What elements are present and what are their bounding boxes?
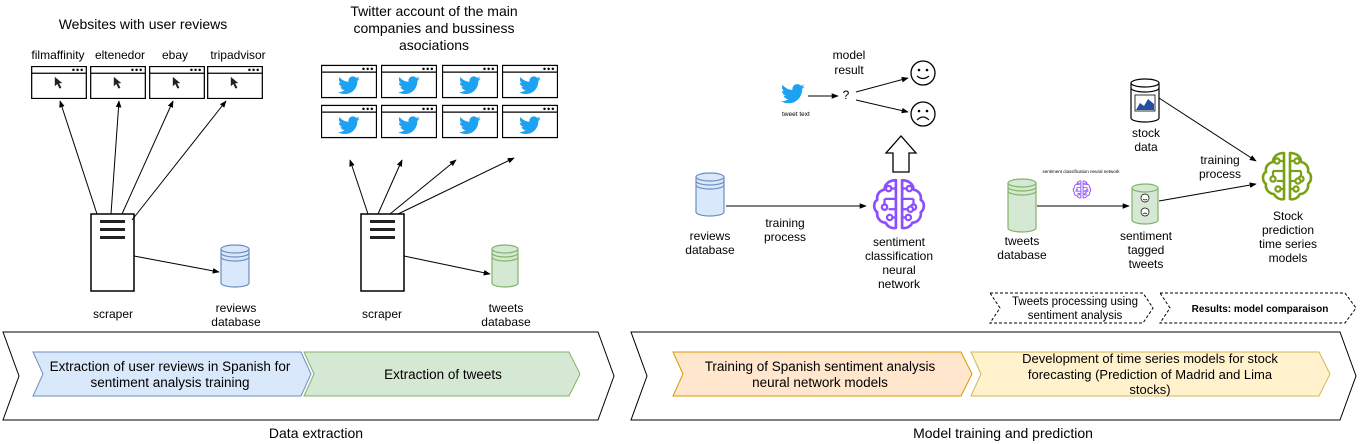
tweet-text-label: tweet text: [782, 111, 810, 118]
nn-label-1: sentiment: [873, 235, 926, 249]
training-process-label-2: process: [764, 230, 806, 244]
twitter-heading-line2: companies and bussiness: [353, 20, 514, 36]
hollow-up-arrow: [884, 135, 918, 173]
phase-tweets-extraction: [303, 351, 581, 397]
caption-data-extraction: Data extraction: [269, 425, 363, 441]
twitter-heading-line3: asociations: [399, 37, 469, 53]
phase4-label-2: forecasting (Prediction of Madrid and Li…: [1028, 367, 1273, 382]
tagged-label-1: sentiment: [1120, 229, 1173, 243]
scraper-label-right: scraper: [362, 307, 402, 321]
reviews-database-icon-training: [695, 172, 725, 217]
tag-results: [1159, 292, 1357, 324]
nn-label-4: network: [878, 277, 921, 291]
stock-model-label-1: Stock: [1273, 209, 1304, 223]
twitter-account-browsers: [321, 64, 558, 139]
scraper-server-left: [90, 213, 135, 292]
tweets-database-icon: [491, 244, 519, 288]
reviews-db-label-1: reviews: [216, 301, 257, 315]
stock-data-label-1: stock: [1132, 126, 1161, 140]
tweets-db-label-2: database: [481, 315, 531, 329]
brain-chip-icon: [1261, 151, 1313, 201]
stock-model-label-4: models: [1269, 251, 1308, 265]
scraper-server-right: [360, 213, 405, 292]
scraper-label-left: scraper: [93, 307, 133, 321]
reviews-db-label-2: database: [211, 315, 261, 329]
tag-processing-label-1: Tweets processing using: [1012, 296, 1138, 308]
phase-sentiment-training: [672, 351, 973, 397]
phase3-label-2: neural network models: [752, 375, 888, 390]
stock-data-label-2: data: [1134, 140, 1158, 154]
training-tweets-db-label-1: tweets: [1005, 234, 1040, 248]
phase2-label: Extraction of tweets: [384, 367, 502, 382]
tag-processing-label-2: sentiment analysis: [1028, 310, 1123, 322]
phase1-label-2: sentiment analysis training: [90, 375, 249, 390]
phase-reviews-extraction: [32, 351, 312, 397]
site-label-tripadvisor: tripadvisor: [210, 48, 265, 62]
phase4-label-3: stocks): [1129, 382, 1170, 397]
training-process-label-1: training: [765, 216, 804, 230]
nn-label-2: classification: [865, 249, 933, 263]
tweets-database-icon-training: [1007, 178, 1037, 233]
extraction-arrows: [59, 100, 515, 276]
stock-model-arrows: [1158, 97, 1257, 202]
site-label-eltenedor: eltenedor: [95, 48, 145, 62]
reviews-sites-heading: Websites with user reviews: [59, 16, 228, 32]
training2-label-2: process: [1199, 167, 1241, 181]
stock-model-label-3: time series: [1259, 237, 1317, 251]
question-mark: ?: [843, 88, 850, 102]
tag-results-label: Results: model comparaison: [1192, 304, 1329, 315]
server-icon: [90, 213, 135, 292]
twitter-bird-icon: [781, 84, 805, 104]
model-result-label-2: result: [834, 63, 864, 77]
review-site-browsers: [31, 66, 263, 99]
nn-label-3: neural: [882, 263, 915, 277]
server-icon: [360, 213, 405, 292]
sad-face-icon: [1140, 207, 1150, 217]
smiley-face-icon: [910, 60, 936, 86]
small-nn-label: sentiment classification neural network: [1042, 169, 1120, 174]
brain-chip-icon: [872, 178, 926, 230]
sentiment-tagged-database-icon: [1131, 183, 1159, 225]
training-tweets-db-label-2: database: [997, 248, 1047, 262]
smiley-face-icon: [1140, 193, 1150, 203]
tag-tweets-processing: [989, 292, 1154, 324]
training-reviews-db-label-1: reviews: [690, 229, 731, 243]
site-label-ebay: ebay: [162, 48, 188, 62]
model-result-label-1: model: [833, 48, 866, 62]
model-result-arrows: [808, 76, 909, 114]
phase4-label-1: Development of time series models for st…: [1022, 351, 1278, 366]
tagged-label-3: tweets: [1129, 257, 1164, 271]
caption-model-training: Model training and prediction: [913, 425, 1093, 441]
tagged-label-2: tagged: [1128, 243, 1165, 257]
tweets-db-label-1: tweets: [489, 301, 524, 315]
phase3-label-1: Training of Spanish sentiment analysis: [705, 359, 936, 374]
sad-face-icon: [910, 101, 936, 127]
stock-data-database-icon: [1130, 78, 1160, 123]
brain-chip-icon: [1072, 180, 1092, 199]
training-reviews-db-label-2: database: [685, 243, 735, 257]
twitter-heading-line1: Twitter account of the main: [350, 3, 517, 19]
site-label-filmaffinity: filmaffinity: [31, 48, 84, 62]
phase-time-series: [970, 351, 1331, 397]
phase1-label-1: Extraction of user reviews in Spanish fo…: [50, 359, 291, 374]
training2-label-1: training: [1200, 153, 1239, 167]
stock-model-label-2: prediction: [1262, 223, 1314, 237]
reviews-database-icon: [220, 244, 250, 288]
chart-icon: [1134, 94, 1156, 112]
